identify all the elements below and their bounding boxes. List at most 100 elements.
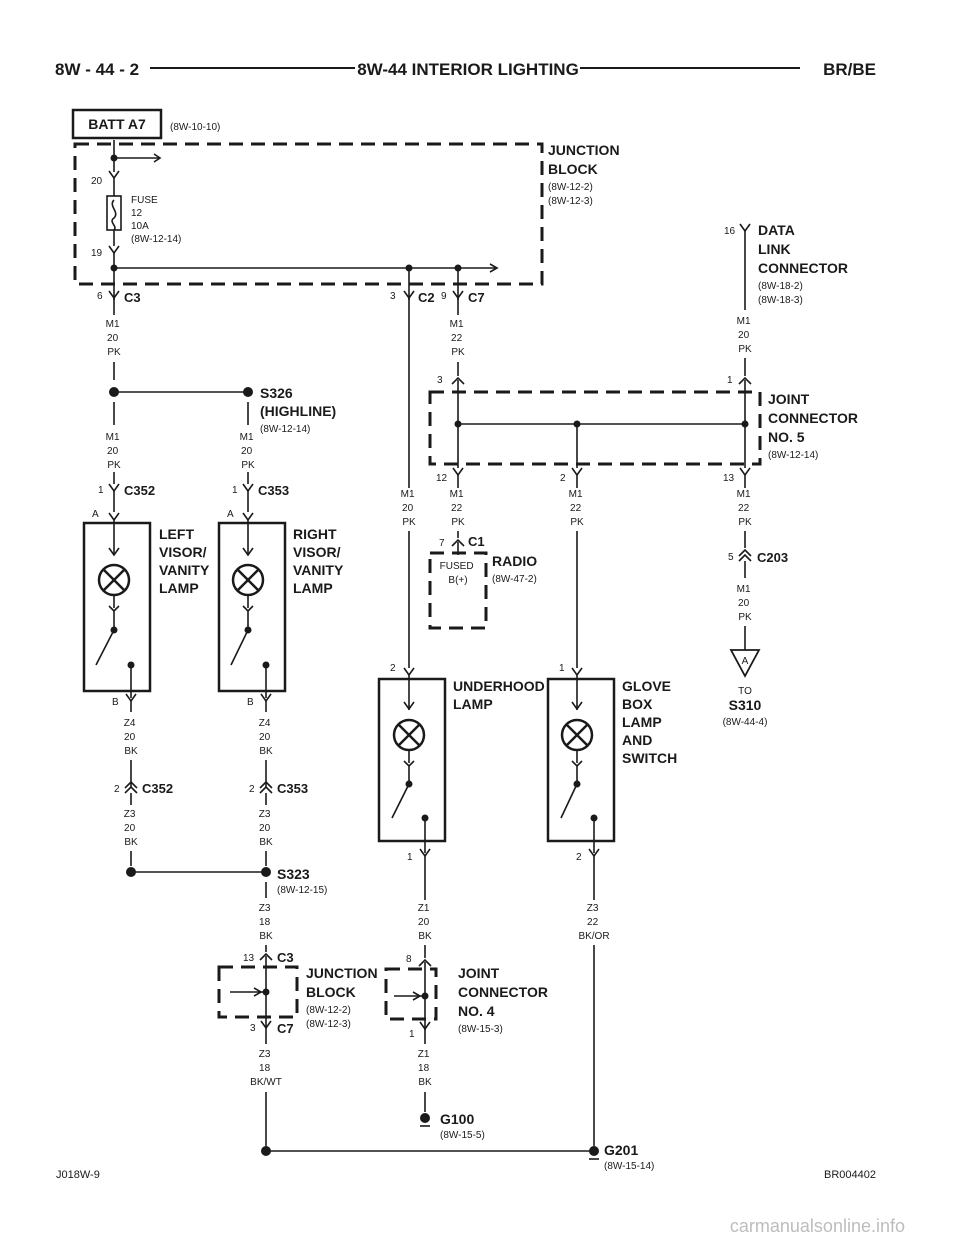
- glove-box-lamp-box: [546, 677, 616, 843]
- c353-pin-1: 1: [232, 485, 238, 496]
- page-number: 8W - 44 - 2: [55, 60, 139, 79]
- radio-fused-b-plus: FUSED B(+): [440, 561, 477, 586]
- batt-ref: (8W-10-10): [170, 122, 220, 133]
- radio-c1-label: C1: [468, 534, 485, 549]
- underhood-pin2-terminal: [403, 667, 415, 676]
- s310-ref: (8W-44-4): [723, 717, 768, 728]
- c353-connector-label: C353: [258, 483, 289, 498]
- s310-pin-a: A: [742, 656, 749, 667]
- left-visor-pin-b: B: [112, 697, 119, 708]
- ground-g201-symbol: [589, 1146, 599, 1156]
- jc5-pin-2: 2: [560, 473, 566, 484]
- wire-z3-18-bk-wt: Z3 18 BK/WT: [250, 1049, 282, 1088]
- model-code: BR/BE: [823, 60, 876, 79]
- fuse-pin-in: 20: [91, 176, 103, 187]
- joint-connector-5-ref: (8W-12-14): [768, 450, 818, 461]
- underhood-bulb-icon: [392, 718, 426, 752]
- glove-box-pin-1: 1: [559, 663, 565, 674]
- joint-connector-5-title: JOINT CONNECTOR NO. 5: [768, 391, 862, 445]
- left-visor-lamp-box: [82, 521, 152, 693]
- splice-s323-node: [261, 867, 271, 877]
- wire-m1-20-pk-lvl: M1 20 PK: [106, 432, 123, 471]
- wire-z1-20-bk: Z1 20 BK: [418, 903, 432, 942]
- page-title: 8W-44 INTERIOR LIGHTING: [357, 60, 579, 79]
- underhood-pin-1: 1: [407, 852, 413, 863]
- c352-pin-2: 2: [114, 784, 120, 795]
- c3-pin-6: 6: [97, 291, 103, 302]
- footer-watermark: carmanualsonline.info: [730, 1216, 905, 1236]
- wire-m1-20-pk-c3: M1 20 PK: [106, 319, 123, 358]
- right-visor-pin-b: B: [247, 697, 254, 708]
- fuse-out-terminal: [108, 245, 120, 254]
- c2-pin-3: 3: [390, 291, 396, 302]
- jb-bottom-pin-13: 13: [243, 953, 255, 964]
- c203-pin-5: 5: [728, 552, 734, 563]
- ground-g201-ref: (8W-15-14): [604, 1161, 654, 1172]
- jc5-pin-1: 1: [727, 375, 733, 386]
- wire-z3-20-bk-left: Z3 20 BK: [124, 809, 138, 848]
- joint-connector-4-title: JOINT CONNECTOR NO. 4: [458, 965, 552, 1019]
- wire-z4-20-bk-right: Z4 20 BK: [259, 718, 273, 757]
- right-visor-lamp-title: RIGHT VISOR/ VANITY LAMP: [293, 526, 347, 596]
- wire-m1-20-pk-c2: M1 20 PK: [401, 489, 418, 528]
- left-visor-bulb-icon: [97, 563, 131, 597]
- jc4-pin-1: 1: [409, 1029, 415, 1040]
- underhood-lamp-box: [377, 677, 447, 843]
- left-visor-lamp-title: LEFT VISOR/ VANITY LAMP: [159, 526, 213, 596]
- jc5-pin-13: 13: [723, 473, 735, 484]
- joint-connector-4-outline: [384, 967, 438, 1021]
- c7-connector-label: C7: [468, 290, 485, 305]
- glove-box-lamp-title: GLOVE BOX LAMP AND SWITCH: [622, 678, 677, 766]
- radio-outline: [428, 551, 488, 630]
- left-visor-pin-a: A: [92, 509, 99, 520]
- ground-g100-symbol: [420, 1113, 430, 1123]
- c353-pin-2: 2: [249, 784, 255, 795]
- s310-off-page-arrow: [729, 649, 761, 678]
- right-visor-lamp-box: [217, 521, 287, 693]
- jc5-pin-3: 3: [437, 375, 443, 386]
- wire-z4-20-bk-left: Z4 20 BK: [124, 718, 138, 757]
- radio-title: RADIO: [492, 553, 537, 569]
- fuse-label: FUSE 12 10A (8W-12-14): [131, 195, 181, 245]
- c2-connector-label: C2: [418, 290, 435, 305]
- wire-m1-20-pk-dlc: M1 20 PK: [737, 316, 754, 355]
- dlc-pin-16: 16: [724, 226, 736, 237]
- right-visor-bulb-icon: [231, 563, 265, 597]
- wire-m1-22-pk-c7: M1 22 PK: [450, 319, 467, 358]
- jb-bottom-pin-3: 3: [250, 1023, 256, 1034]
- joint-connector-4-ref: (8W-15-3): [458, 1024, 503, 1035]
- c3-connector-label: C3: [124, 290, 141, 305]
- junction-block-top-title: JUNCTION BLOCK: [548, 142, 623, 177]
- splice-s323-ref: (8W-12-15): [277, 885, 327, 896]
- junction-block-top-refs: (8W-12-2) (8W-12-3): [548, 182, 596, 207]
- jc5-pin12-terminal: [452, 467, 464, 476]
- batt-box: [71, 108, 163, 140]
- wire-z1-18-bk: Z1 18 BK: [418, 1049, 432, 1088]
- jc5-pin-12: 12: [436, 473, 448, 484]
- wire-m1-22-pk-jc13: M1 22 PK: [737, 489, 754, 528]
- radio-ref: (8W-47-2): [492, 574, 537, 585]
- right-visor-pin-a: A: [227, 509, 234, 520]
- ground-g201-label: G201: [604, 1142, 638, 1158]
- junction-block-bottom-refs: (8W-12-2) (8W-12-3): [306, 1005, 354, 1030]
- wire-m1-22-pk-jc2: M1 22 PK: [569, 489, 586, 528]
- c353-bottom-label: C353: [277, 781, 308, 796]
- wire-m1-20-pk-rvl: M1 20 PK: [240, 432, 257, 471]
- s310-to: TO: [738, 686, 752, 697]
- c353-pin1-terminal: [242, 483, 254, 492]
- wire-z3-22-bk-or: Z3 22 BK/OR: [578, 903, 609, 942]
- footer-right-code: BR004402: [824, 1169, 876, 1181]
- splice-s323-label: S323: [277, 866, 310, 882]
- wire-m1-22-pk-jc12: M1 22 PK: [450, 489, 467, 528]
- wire-m1-20-pk-c203: M1 20 PK: [737, 584, 754, 623]
- underhood-lamp-title: UNDERHOOD LAMP: [453, 678, 549, 712]
- left-visor-pin-a-terminal: [108, 512, 120, 521]
- fuse-pin-out: 19: [91, 248, 103, 259]
- jb-bottom-c3-label: C3: [277, 950, 294, 965]
- s310-label: S310: [729, 697, 762, 713]
- splice-s326-label: S326 (HIGHLINE): [260, 385, 336, 419]
- ground-g100-label: G100: [440, 1111, 474, 1127]
- radio-pin-7: 7: [439, 538, 445, 549]
- glove-box-pin-2: 2: [576, 852, 582, 863]
